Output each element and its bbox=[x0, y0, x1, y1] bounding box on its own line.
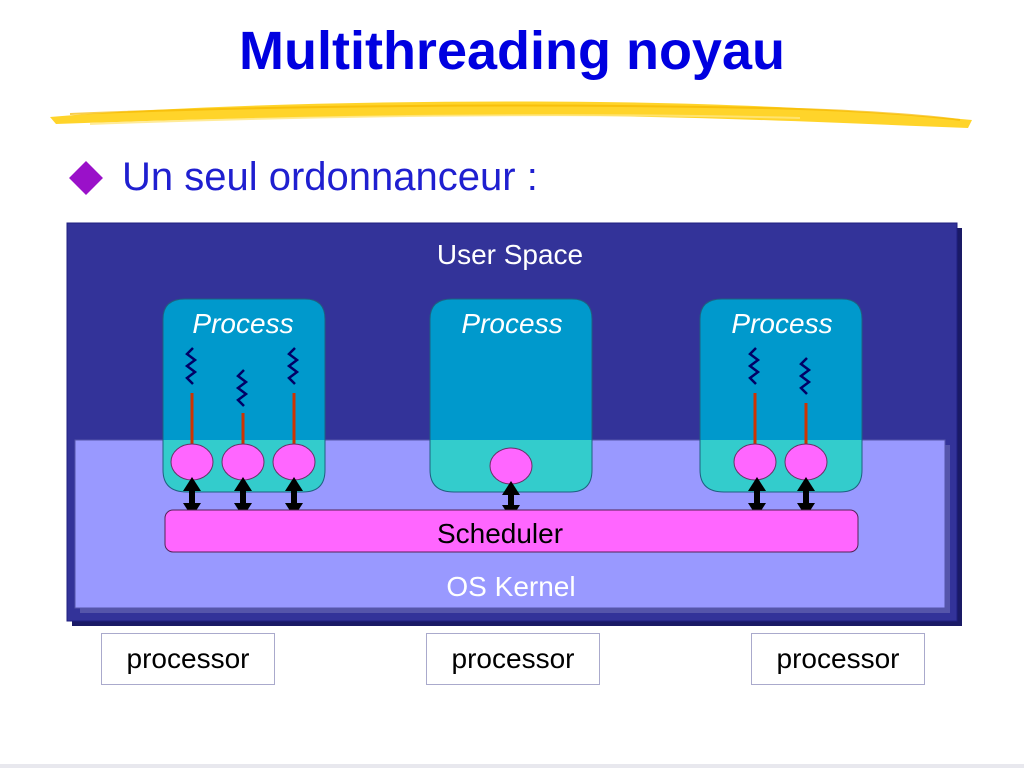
process-3-label: Process bbox=[731, 308, 832, 339]
kernel-label: OS Kernel bbox=[446, 571, 575, 602]
kernel-thread-circle bbox=[170, 443, 214, 481]
scheduler-bar bbox=[164, 509, 859, 553]
kernel-thread-circle bbox=[272, 443, 316, 481]
user-space-label: User Space bbox=[437, 239, 583, 270]
processor-box-2: processor bbox=[426, 633, 600, 685]
process-1-label: Process bbox=[192, 308, 293, 339]
processor-box-3: processor bbox=[751, 633, 925, 685]
kernel-thread-circle bbox=[221, 443, 265, 481]
scheduler-label: Scheduler bbox=[437, 518, 563, 549]
process-2 bbox=[429, 298, 593, 493]
thread-squiggle-icon bbox=[235, 369, 249, 407]
thread-squiggle-icon bbox=[184, 347, 198, 385]
footer-divider bbox=[0, 764, 1024, 768]
bullet-item: Un seul ordonnanceur : bbox=[66, 155, 538, 200]
process-2-label: Process bbox=[461, 308, 562, 339]
slide-title: Multithreading noyau bbox=[239, 21, 785, 81]
thread-squiggle-icon bbox=[798, 357, 812, 395]
kernel-thread-circle bbox=[784, 443, 828, 481]
kernel-thread-circle bbox=[733, 443, 777, 481]
kernel-thread-circle bbox=[489, 447, 533, 485]
bullet-text: Un seul ordonnanceur : bbox=[122, 155, 538, 199]
processor-box-1: processor bbox=[101, 633, 275, 685]
thread-squiggle-icon bbox=[286, 347, 300, 385]
thread-squiggle-icon bbox=[747, 347, 761, 385]
title-underline-brush bbox=[50, 101, 972, 128]
